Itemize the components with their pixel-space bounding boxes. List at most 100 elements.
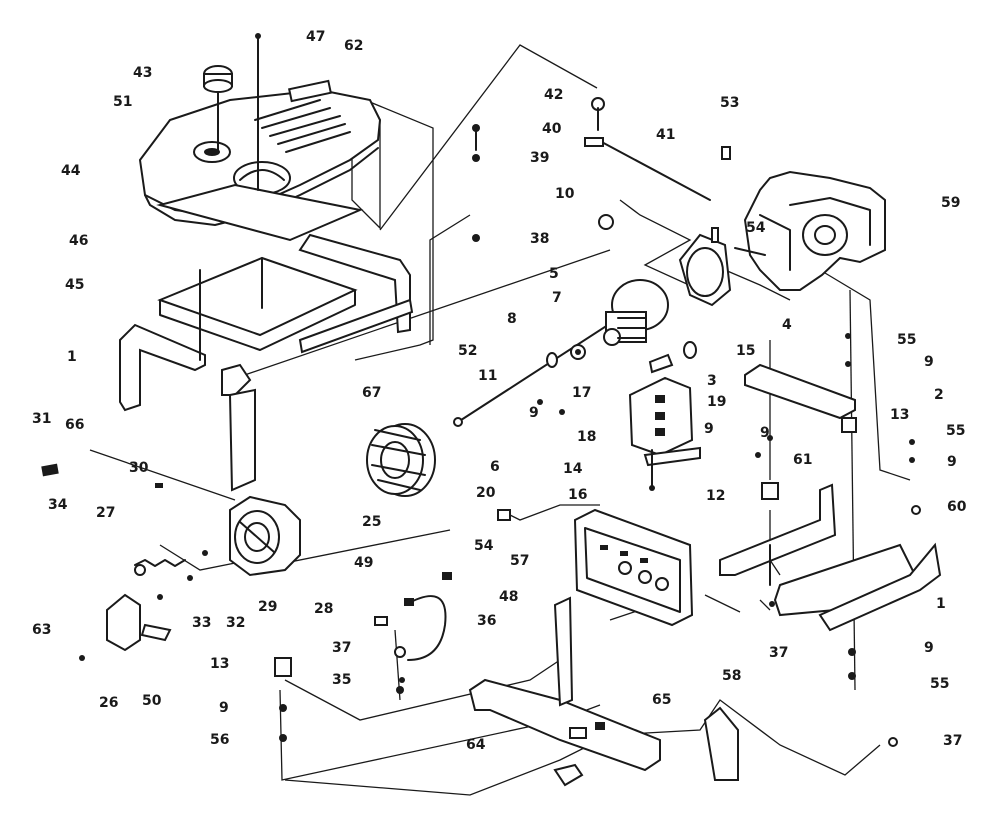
fuel-gauge (233, 161, 291, 195)
rotor (603, 279, 669, 346)
access-cover (106, 593, 172, 652)
callout-54b: 54 (474, 538, 494, 554)
callout-48: 48 (499, 589, 518, 605)
callout-50: 50 (142, 693, 162, 709)
callout-44: 44 (61, 163, 81, 179)
callout-42: 42 (544, 87, 563, 103)
callout-31: 31 (32, 411, 51, 427)
control-panel (497, 508, 694, 627)
control-rod (584, 137, 711, 201)
tank-bracket (157, 256, 358, 351)
callout-13a: 13 (890, 407, 909, 423)
ground-wire (374, 572, 452, 661)
engine (734, 170, 886, 291)
callout-29: 29 (258, 599, 277, 615)
callout-18: 18 (577, 429, 596, 445)
callout-27: 27 (96, 505, 115, 521)
washer-15 (683, 341, 697, 359)
fuel-cap (203, 65, 233, 93)
callout-10: 10 (555, 186, 575, 202)
callout-64: 64 (466, 737, 486, 753)
callout-36: 36 (477, 613, 496, 629)
frame-right (719, 363, 942, 632)
callout-37c: 37 (943, 733, 962, 749)
stator (366, 423, 436, 497)
callout-26: 26 (99, 695, 118, 711)
callout-35: 35 (332, 672, 351, 688)
callout-9c: 9 (924, 354, 934, 370)
callout-labels: 1 1 2 3 4 5 6 7 8 9 9 9 9 9 9 9 10 11 12… (32, 29, 967, 753)
callout-14: 14 (563, 461, 583, 477)
callout-66: 66 (65, 417, 84, 433)
frame-left (119, 233, 414, 492)
callout-38: 38 (530, 231, 549, 247)
callout-20: 20 (476, 485, 496, 501)
plate-17 (648, 353, 674, 374)
callout-9b: 9 (704, 421, 714, 437)
callout-46: 46 (69, 233, 88, 249)
fasteners-right (279, 333, 921, 747)
callout-40: 40 (542, 121, 562, 137)
callout-47: 47 (306, 29, 325, 45)
callout-55c: 55 (930, 676, 949, 692)
fuel-filler-neck (193, 91, 231, 163)
callout-51: 51 (113, 94, 132, 110)
coil-spring (134, 559, 186, 567)
callout-55a: 55 (897, 332, 916, 348)
callout-52: 52 (458, 343, 477, 359)
small-parts-left (41, 463, 406, 694)
callout-25: 25 (362, 514, 381, 530)
callout-15: 15 (736, 343, 755, 359)
callout-12: 12 (706, 488, 725, 504)
callout-6: 6 (490, 459, 500, 475)
callout-37b: 37 (769, 645, 788, 661)
callout-1b: 1 (936, 596, 946, 612)
callout-33: 33 (192, 615, 211, 631)
callout-37a: 37 (332, 640, 351, 656)
end-bell (229, 495, 301, 577)
callout-54a: 54 (746, 220, 766, 236)
callout-9g: 9 (760, 425, 770, 441)
callout-11: 11 (478, 368, 497, 384)
callout-60: 60 (947, 499, 967, 515)
callout-45: 45 (65, 277, 84, 293)
callout-9a: 9 (529, 405, 539, 421)
callout-7: 7 (552, 290, 562, 306)
callout-28: 28 (314, 601, 333, 617)
tank-gasket (156, 183, 364, 242)
callout-13b: 13 (210, 656, 229, 672)
callout-32: 32 (226, 615, 245, 631)
callout-62: 62 (344, 38, 363, 54)
callout-39: 39 (530, 150, 549, 166)
callout-43: 43 (133, 65, 152, 81)
callout-41: 41 (656, 127, 675, 143)
callout-67: 67 (362, 385, 381, 401)
callout-58: 58 (722, 668, 741, 684)
callout-34: 34 (48, 497, 68, 513)
bolts-38-42 (472, 97, 731, 243)
callout-53: 53 (720, 95, 739, 111)
callout-9d: 9 (947, 454, 957, 470)
callout-16: 16 (568, 487, 587, 503)
callout-8: 8 (507, 311, 517, 327)
callout-3: 3 (707, 373, 717, 389)
callout-55b: 55 (946, 423, 965, 439)
callout-63: 63 (32, 622, 51, 638)
handle-assembly (468, 596, 739, 787)
callout-9f: 9 (219, 700, 229, 716)
callout-57: 57 (510, 553, 529, 569)
bolt-47 (255, 33, 261, 191)
outlet-box (628, 376, 694, 457)
fan-housing (678, 233, 732, 307)
callout-65: 65 (652, 692, 671, 708)
callout-4: 4 (782, 317, 792, 333)
callout-19: 19 (707, 394, 726, 410)
callout-9e: 9 (924, 640, 934, 656)
mounts-12-13 (274, 417, 857, 677)
callout-17: 17 (572, 385, 591, 401)
callout-30: 30 (129, 460, 149, 476)
callout-49: 49 (354, 555, 373, 571)
outlet-plate-14 (643, 446, 701, 489)
